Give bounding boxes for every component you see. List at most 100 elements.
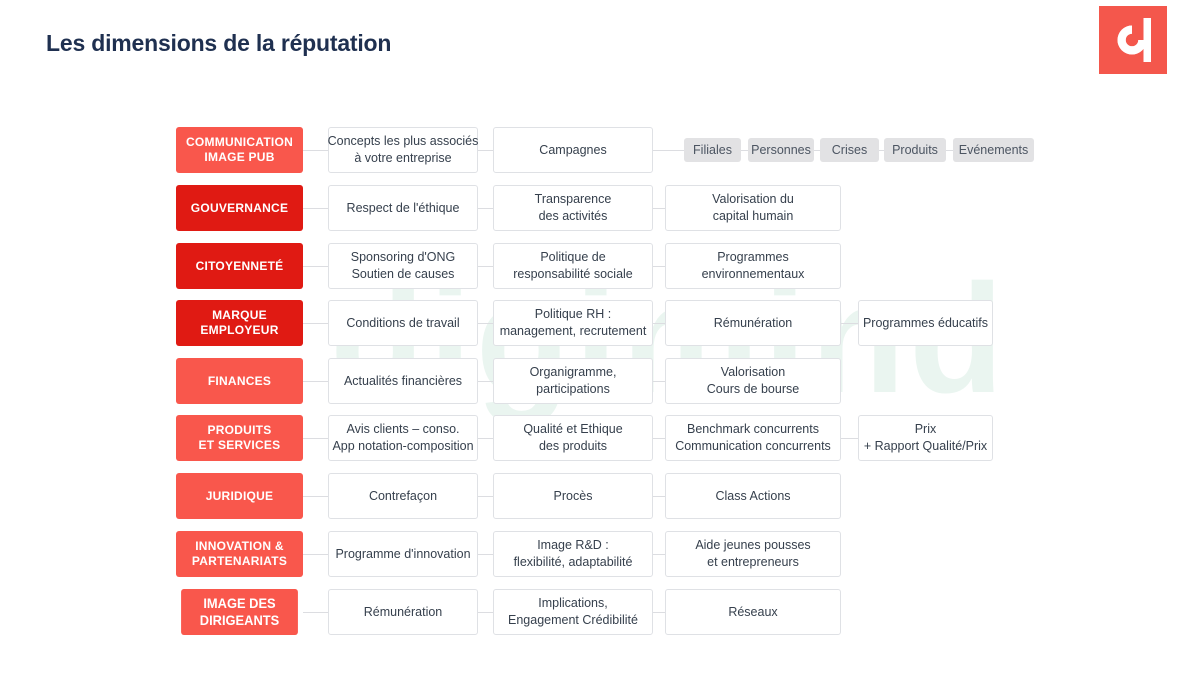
category-chip-juridique[interactable]: JURIDIQUE	[176, 473, 303, 519]
item-box-image-r-d-flexibilite-adaptabilite[interactable]: Image R&D :flexibilité, adaptabilité	[493, 531, 653, 577]
category-chip-gouvernance[interactable]: GOUVERNANCE	[176, 185, 303, 231]
connector-row6-3	[653, 438, 665, 439]
connector-row9-1	[303, 612, 328, 613]
item-box-remuneration[interactable]: Rémunération	[328, 589, 478, 635]
connector-row2-3	[653, 208, 665, 209]
pill-produits[interactable]: Produits	[884, 138, 946, 162]
connector-row6-1	[303, 438, 328, 439]
pill-filiales[interactable]: Filiales	[684, 138, 741, 162]
connector-row1-1	[303, 150, 328, 151]
text-line: Filiales	[693, 143, 732, 157]
text-line: Benchmark concurrents	[686, 422, 819, 437]
text-line: + Rapport Qualité/Prix	[863, 439, 988, 453]
text-line: Soutien de causes	[351, 267, 455, 281]
item-box-programme-d-innovation[interactable]: Programme d'innovation	[328, 531, 478, 577]
text-line: Campagnes	[539, 142, 607, 157]
text-line: CITOYENNETÉ	[195, 258, 284, 273]
text-line: Politique de	[540, 250, 606, 265]
category-chip-citoyennete[interactable]: CITOYENNETÉ	[176, 243, 303, 289]
text-line: INNOVATION &	[195, 539, 284, 553]
text-line: Rémunération	[713, 315, 793, 330]
text-line: Engagement Crédibilité	[508, 613, 638, 627]
text-line: Transparence	[534, 192, 612, 207]
connector-row9-3	[653, 612, 665, 613]
item-box-transparence-des-activites[interactable]: Transparence des activités	[493, 185, 653, 231]
item-box-implications-engagement-credibilite[interactable]: Implications, Engagement Crédibilité	[493, 589, 653, 635]
pill-evenements[interactable]: Evénements	[953, 138, 1034, 162]
connector-row3-2	[478, 266, 493, 267]
text-line: PRODUITS	[207, 423, 272, 437]
item-box-conditions-de-travail[interactable]: Conditions de travail	[328, 300, 478, 346]
pill-crises[interactable]: Crises	[820, 138, 879, 162]
item-box-remuneration[interactable]: Rémunération	[665, 300, 841, 346]
item-box-programmes-educatifs[interactable]: Programmes éducatifs	[858, 300, 993, 346]
category-chip-finances[interactable]: FINANCES	[176, 358, 303, 404]
text-line: App notation-composition	[332, 439, 474, 453]
text-line: MARQUE	[212, 308, 267, 322]
text-line: GOUVERNANCE	[190, 200, 289, 215]
connector-row2-1	[303, 208, 328, 209]
page-title: Les dimensions de la réputation	[46, 30, 392, 56]
text-line: Evénements	[958, 143, 1029, 157]
text-line: IMAGE PUB	[204, 150, 275, 164]
connector-row8-2	[478, 554, 493, 555]
item-box-class-actions[interactable]: Class Actions	[665, 473, 841, 519]
connector-pill-2	[741, 150, 748, 151]
text-line: Réseaux	[728, 604, 778, 619]
item-box-respect-de-l-ethique[interactable]: Respect de l'éthique	[328, 185, 478, 231]
connector-row4-3	[653, 323, 665, 324]
item-box-campagnes[interactable]: Campagnes	[493, 127, 653, 173]
item-box-sponsoring-d-ong-soutien-de-causes[interactable]: Sponsoring d'ONG Soutien de causes	[328, 243, 478, 289]
text-line: IMAGE DES	[203, 594, 276, 611]
text-line: Conditions de travail	[346, 315, 460, 330]
text-line: Implications,	[538, 596, 608, 611]
text-line: Respect de l'éthique	[346, 200, 460, 215]
text-line: des produits	[538, 439, 608, 453]
text-line: environnementaux	[701, 267, 805, 281]
item-box-actualites-financieres[interactable]: Actualités financières	[328, 358, 478, 404]
text-line: Procès	[553, 488, 593, 503]
text-line: management, recrutement	[499, 324, 647, 338]
text-line: Contrefaçon	[368, 488, 438, 503]
item-box-contrefacon[interactable]: Contrefaçon	[328, 473, 478, 519]
pill-personnes[interactable]: Personnes	[748, 138, 814, 162]
text-line: Valorisation du	[712, 192, 794, 207]
category-chip-innovation-partenariats[interactable]: INNOVATION &PARTENARIATS	[176, 531, 303, 577]
item-box-reseaux[interactable]: Réseaux	[665, 589, 841, 635]
text-line: Prix	[914, 422, 937, 437]
text-line: Sponsoring d'ONG	[350, 250, 456, 265]
connector-pill-3	[814, 150, 820, 151]
item-box-politique-rh-management-recrutement[interactable]: Politique RH :management, recrutement	[493, 300, 653, 346]
text-line: et entrepreneurs	[707, 555, 799, 569]
item-box-proces[interactable]: Procès	[493, 473, 653, 519]
connector-row4-4	[841, 323, 858, 324]
text-line: FINANCES	[207, 373, 272, 388]
text-line: flexibilité, adaptabilité	[513, 555, 633, 569]
item-box-politique-de-responsabilite-sociale[interactable]: Politique de responsabilité sociale	[493, 243, 653, 289]
text-line: Rémunération	[363, 604, 443, 619]
connector-pill-5	[946, 150, 953, 151]
connector-pill-4	[879, 150, 884, 151]
connector-row5-3	[653, 381, 665, 382]
connector-row3-3	[653, 266, 665, 267]
connector-row3-1	[303, 266, 328, 267]
connector-row9-2	[478, 612, 493, 613]
item-box-avis-clients-conso-app-notation-composit[interactable]: Avis clients – conso.App notation-compos…	[328, 415, 478, 461]
text-line: responsabilité sociale	[513, 267, 633, 281]
connector-row5-1	[303, 381, 328, 382]
item-box-organigramme-participations[interactable]: Organigramme,participations	[493, 358, 653, 404]
item-box-prix-rapport-qualite-prix[interactable]: Prix + Rapport Qualité/Prix	[858, 415, 993, 461]
text-line: des activités	[538, 209, 608, 223]
